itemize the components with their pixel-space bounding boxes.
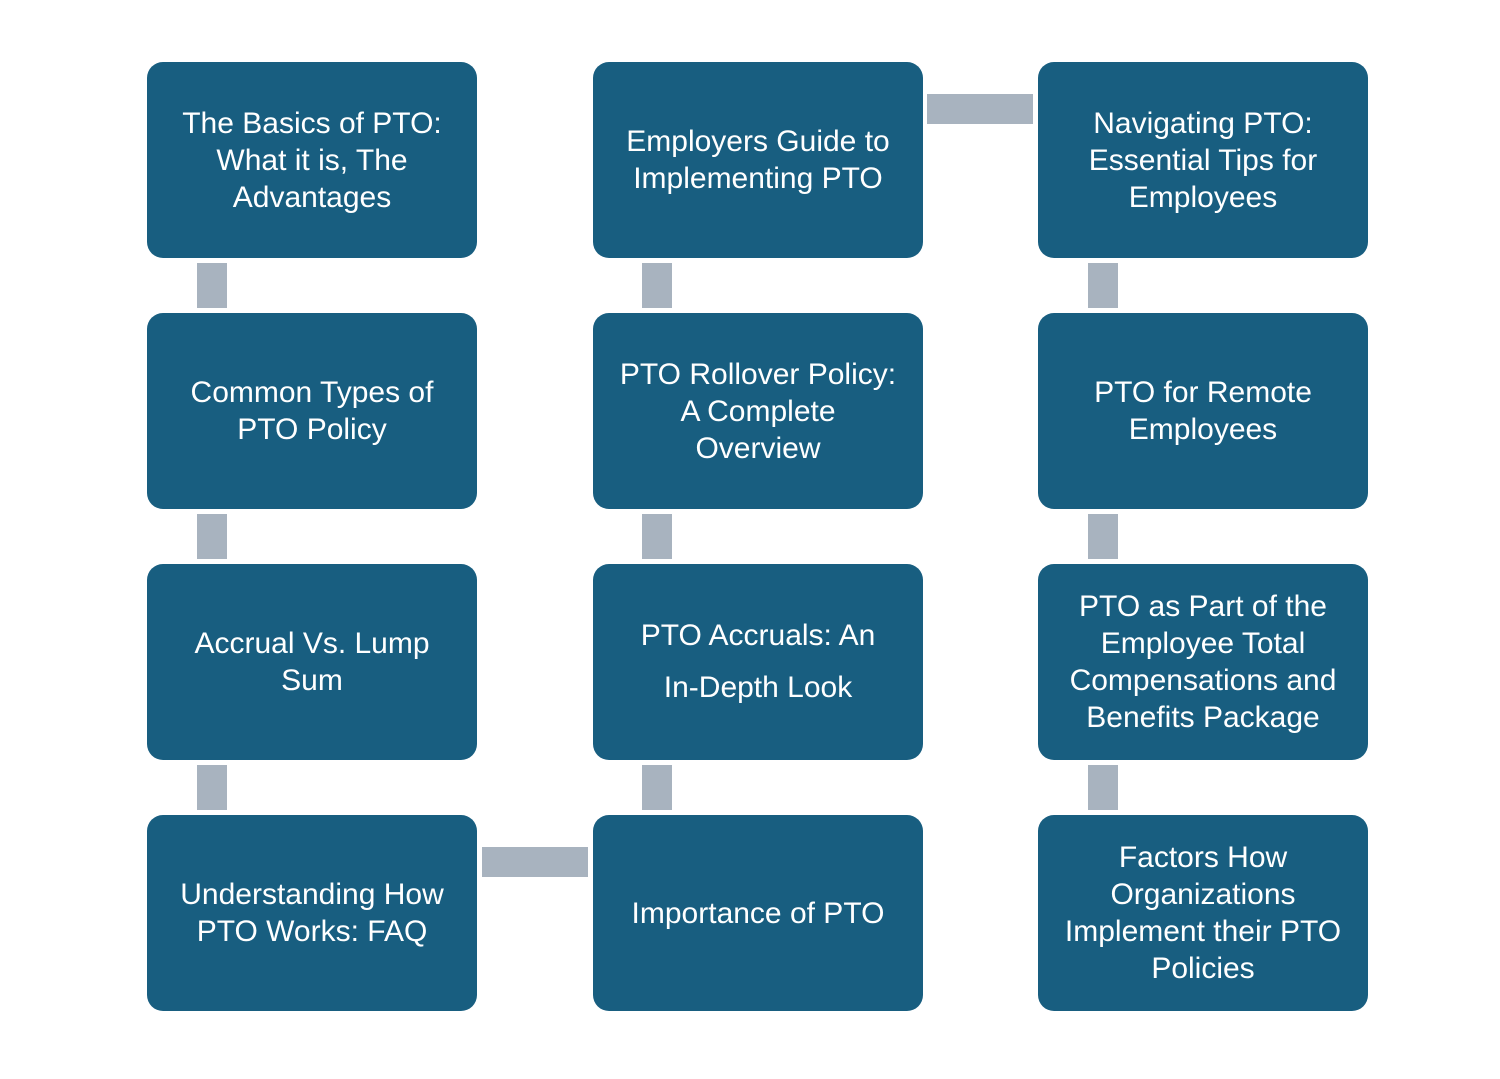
node-accrual-vs-lump-sum: Accrual Vs. Lump Sum <box>147 564 477 760</box>
connector-vertical <box>197 514 227 559</box>
node-label: Common Types of PTO Policy <box>190 376 434 446</box>
connector-horizontal <box>927 94 1033 124</box>
connector-vertical <box>1088 263 1118 308</box>
node-pto-total-compensation: PTO as Part of the Employee Total Compen… <box>1038 564 1368 760</box>
node-pto-rollover-policy: PTO Rollover Policy: A Complete Overview <box>593 313 923 509</box>
connector-vertical <box>1088 514 1118 559</box>
node-label: PTO for Remote Employees <box>1094 376 1312 446</box>
connector-vertical <box>642 263 672 308</box>
node-label: Understanding How PTO Works: FAQ <box>180 878 444 948</box>
connector-vertical <box>642 514 672 559</box>
node-label: PTO Accruals: An In-Depth Look <box>640 619 876 704</box>
node-navigating-pto: Navigating PTO: Essential Tips for Emplo… <box>1038 62 1368 258</box>
node-understanding-how-pto-works: Understanding How PTO Works: FAQ <box>147 815 477 1011</box>
connector-horizontal <box>482 847 588 877</box>
node-factors-implement-pto: Factors How Organizations Implement thei… <box>1038 815 1368 1011</box>
node-pto-for-remote-employees: PTO for Remote Employees <box>1038 313 1368 509</box>
node-importance-of-pto: Importance of PTO <box>593 815 923 1011</box>
node-basics-of-pto: The Basics of PTO: What it is, The Advan… <box>147 62 477 258</box>
node-employers-guide: Employers Guide to Implementing PTO <box>593 62 923 258</box>
node-pto-accruals: PTO Accruals: An In-Depth Look <box>593 564 923 760</box>
node-label: PTO as Part of the Employee Total Compen… <box>1069 590 1337 734</box>
node-label: Importance of PTO <box>631 896 885 930</box>
connector-vertical <box>1088 765 1118 810</box>
node-label: PTO Rollover Policy: A Complete Overview <box>619 357 897 465</box>
node-label: The Basics of PTO: What it is, The Advan… <box>182 106 442 214</box>
node-label: Factors How Organizations Implement thei… <box>1064 841 1342 985</box>
connector-vertical <box>197 765 227 810</box>
node-label: Accrual Vs. Lump Sum <box>194 627 430 697</box>
node-label: Navigating PTO: Essential Tips for Emplo… <box>1088 106 1318 214</box>
node-common-types-of-pto-policy: Common Types of PTO Policy <box>147 313 477 509</box>
connector-vertical <box>197 263 227 308</box>
node-label: Employers Guide to Implementing PTO <box>626 125 890 195</box>
connector-vertical <box>642 765 672 810</box>
